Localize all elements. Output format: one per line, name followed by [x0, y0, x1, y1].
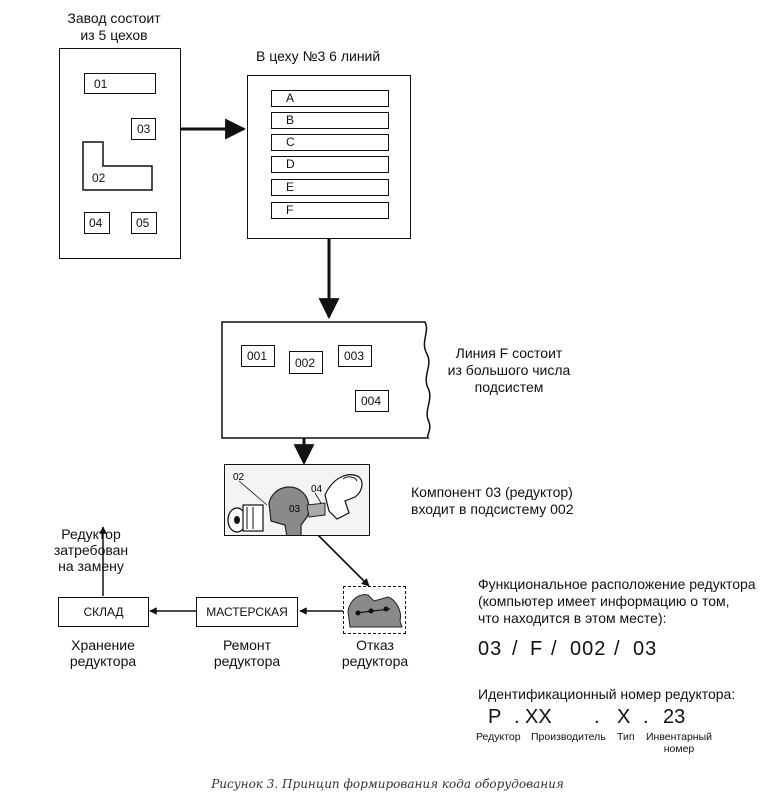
- component-photo: 02 04 03: [224, 464, 370, 536]
- component-text-line2: входит в подсистему 002: [411, 501, 574, 517]
- id-part-3: X: [617, 706, 631, 728]
- functional-line1: Функциональное расположение редуктора: [478, 576, 756, 592]
- failure-line1: Отказ: [356, 637, 394, 653]
- line-b: B: [271, 112, 389, 129]
- workshop-box: МАСТЕРСКАЯ: [196, 597, 298, 627]
- line-a: A: [271, 90, 389, 107]
- node-002: 002: [289, 351, 323, 374]
- line-f: F: [271, 202, 389, 219]
- id-label-gearbox: Редуктор: [476, 731, 521, 743]
- line-d: D: [271, 156, 389, 173]
- required-line2: затребован: [53, 542, 129, 558]
- code-part-1: 03: [478, 638, 503, 660]
- shop3-box: [247, 75, 411, 239]
- shop-03: 03: [131, 118, 156, 140]
- repair-line2: редуктора: [213, 653, 281, 669]
- code-part-2: F: [530, 638, 544, 660]
- shop-04: 04: [84, 212, 110, 234]
- id-part-1: P: [488, 706, 502, 728]
- gearbox-illustration: 02 04 03: [225, 465, 369, 535]
- failure-box: [343, 586, 406, 634]
- id-dot-2: .: [594, 706, 600, 728]
- shop-01: 01: [84, 73, 156, 94]
- component-text-line1: Компонент 03 (редуктор): [411, 484, 573, 500]
- shop-05: 05: [131, 212, 157, 234]
- plant-title-line1: Завод состоит: [67, 10, 161, 26]
- code-sep-3: /: [614, 638, 621, 660]
- id-label-inventory-line2: номер: [663, 743, 695, 755]
- code-part-4: 03: [633, 638, 658, 660]
- id-label-manufacturer: Производитель: [531, 731, 606, 743]
- component-img-label-04: 04: [311, 484, 323, 495]
- warehouse-box: СКЛАД: [58, 597, 149, 627]
- failure-line2: редуктора: [341, 653, 409, 669]
- id-label-inventory-line1: Инвентарный: [645, 731, 713, 743]
- node-003: 003: [338, 345, 372, 367]
- lineF-text-line3: подсистем: [474, 379, 544, 395]
- node-004: 004: [355, 390, 389, 412]
- shop3-title: В цеху №3 6 линий: [256, 48, 381, 64]
- id-part-2: XX: [525, 706, 552, 728]
- shop-02: 02: [92, 171, 106, 185]
- storage-line2: редуктора: [69, 653, 137, 669]
- functional-line3: что находится в этом месте):: [478, 610, 667, 626]
- required-line3: на замену: [58, 558, 124, 574]
- figure-caption: Рисунок 3. Принцип формирования кода обо…: [211, 777, 564, 791]
- id-dot-1: .: [514, 706, 520, 728]
- component-img-label-03: 03: [289, 504, 301, 515]
- lineF-box: [221, 321, 431, 439]
- identification-title: Идентификационный номер редуктора:: [478, 686, 736, 702]
- required-line1: Редуктор: [61, 526, 121, 542]
- line-c: C: [271, 134, 389, 151]
- code-sep-1: /: [512, 638, 519, 660]
- code-part-3: 002: [570, 638, 607, 660]
- lineF-text-line2: из большого числа: [447, 362, 571, 378]
- lineF-text-line1: Линия F состоит: [455, 345, 563, 361]
- functional-line2: (компьютер имеет информацию о том,: [478, 593, 730, 609]
- id-dot-3: .: [643, 706, 649, 728]
- plant-title-line2: из 5 цехов: [80, 27, 148, 43]
- code-sep-2: /: [551, 638, 558, 660]
- id-label-type: Тип: [617, 731, 635, 743]
- component-img-label-02: 02: [233, 472, 245, 483]
- line-e: E: [271, 179, 389, 196]
- id-part-4: 23: [663, 706, 686, 728]
- repair-line1: Ремонт: [222, 637, 272, 653]
- node-001: 001: [241, 345, 275, 367]
- storage-line1: Хранение: [71, 637, 135, 653]
- failed-gearbox-icon: [347, 594, 403, 628]
- shop-02-shape: [82, 141, 153, 191]
